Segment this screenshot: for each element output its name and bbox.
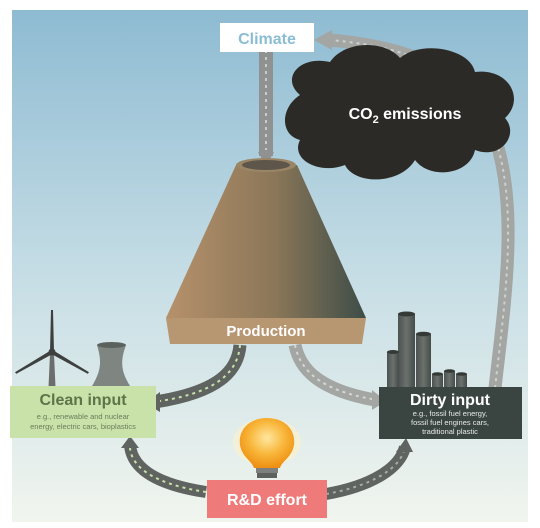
dirty-input-examples-3: traditional plastic	[422, 427, 478, 436]
co2-emissions-label: CO2 emissions	[349, 106, 462, 126]
co2-subscript: 2	[373, 114, 379, 126]
dirty-input-examples-1: e.g., fossil fuel energy,	[413, 409, 487, 418]
co2-suffix: emissions	[379, 106, 462, 123]
production-label: Production	[226, 323, 305, 340]
rd-to-dirty-arrow	[324, 438, 413, 500]
climate-to-production-arrow	[258, 48, 274, 166]
dirty-input-title: Dirty input	[410, 392, 491, 409]
co2-prefix: CO	[349, 106, 373, 123]
smokestacks-icon	[387, 311, 467, 390]
dirty-input-box: Dirty input e.g., fossil fuel energy, fo…	[379, 387, 522, 439]
production-cone: Production	[166, 158, 366, 344]
clean-input-box: Clean input e.g., renewable and nuclear …	[10, 386, 156, 438]
dirty-input-examples-2: fossil fuel engines cars,	[411, 418, 489, 427]
rd-effort-label: R&D effort	[227, 492, 308, 509]
production-base	[166, 318, 366, 344]
climate-label: Climate	[238, 31, 296, 48]
climate-box: Climate	[220, 23, 314, 52]
clean-input-examples-1: e.g., renewable and nuclear	[37, 412, 130, 421]
rd-effort-box: R&D effort	[207, 480, 327, 518]
clean-input-examples-2: energy, electric cars, bioplastics	[30, 422, 136, 431]
clean-input-title: Clean input	[39, 392, 127, 409]
rd-to-clean-arrow	[121, 436, 207, 498]
light-bulb-icon	[233, 418, 301, 478]
cooling-tower-icon	[88, 342, 134, 392]
co2-cloud: CO2 emissions	[285, 44, 514, 180]
